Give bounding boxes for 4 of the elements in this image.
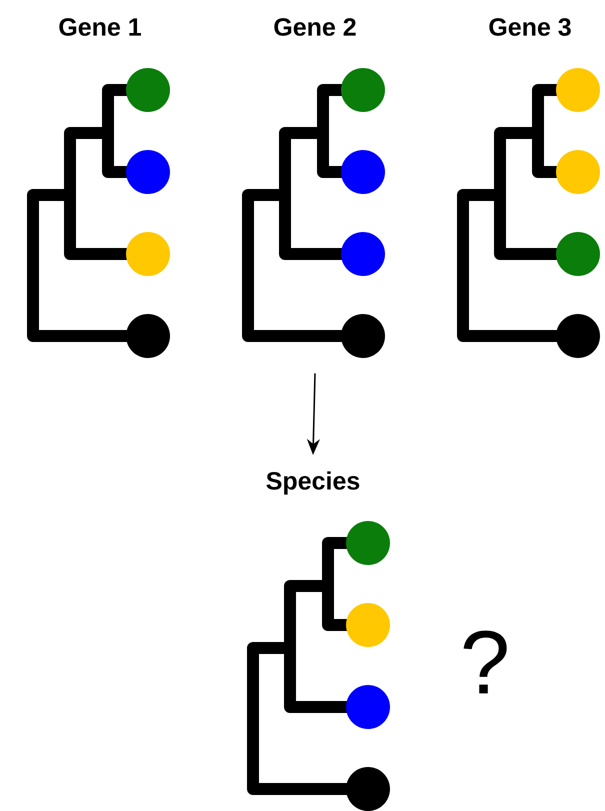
tree-heading: Gene 1 (59, 18, 141, 36)
tree-heading: Gene 2 (274, 18, 356, 36)
tree-heading: Species (266, 471, 360, 495)
tree-heading: Gene 3 (489, 18, 571, 36)
